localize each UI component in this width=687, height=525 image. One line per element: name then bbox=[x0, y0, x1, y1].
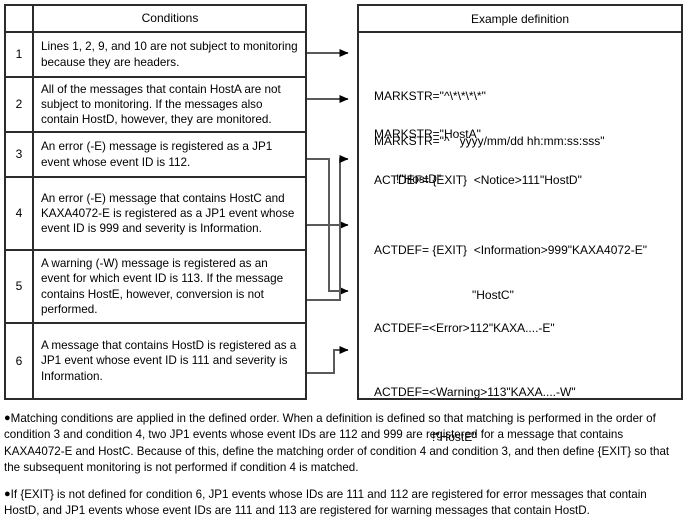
table-row: 4 An error (-E) message that contains Ho… bbox=[6, 178, 305, 251]
bullet-icon: ● bbox=[4, 412, 11, 424]
definition-actdef-notice: ACTDEF= {EXIT} <Notice>111"HostD" bbox=[374, 143, 582, 218]
note-text: If {EXIT} is not defined for condition 6… bbox=[4, 488, 647, 518]
table-row: 2 All of the messages that contain HostA… bbox=[6, 78, 305, 133]
conditions-header-number-cell bbox=[6, 6, 34, 31]
table-row: 1 Lines 1, 2, 9, and 10 are not subject … bbox=[6, 33, 305, 78]
connector-condition-6 bbox=[307, 346, 349, 374]
condition-text: An error (-E) message that contains Host… bbox=[41, 191, 295, 236]
definition-line: !"HostD" bbox=[396, 172, 442, 186]
example-definition-header: Example definition bbox=[359, 6, 681, 33]
condition-number: 4 bbox=[6, 178, 34, 249]
connector-condition-5 bbox=[307, 155, 349, 301]
definition-actdef-information: ACTDEF= {EXIT} <Information>999"KAXA4072… bbox=[374, 213, 647, 333]
table-row: 5 A warning (-W) message is registered a… bbox=[6, 251, 305, 324]
note-matching-order: ●Matching conditions are applied in the … bbox=[4, 410, 680, 477]
definition-line: "HostC" bbox=[472, 288, 514, 302]
conditions-header-label: Conditions bbox=[141, 10, 199, 25]
definition-actdef-error: ACTDEF=<Error>112"KAXA....-E" bbox=[374, 291, 555, 366]
condition-text: A warning (-W) message is registered as … bbox=[41, 257, 284, 316]
condition-text: A message that contains HostD is registe… bbox=[41, 339, 297, 383]
condition-text: All of the messages that contain HostA a… bbox=[41, 82, 281, 127]
definition-actdef-warning: ACTDEF=<Warning>113"KAXA....-W" !"HostE" bbox=[374, 355, 576, 475]
condition-number: 6 bbox=[6, 324, 34, 398]
condition-number: 3 bbox=[6, 133, 34, 176]
definition-line: ACTDEF=<Warning>113"KAXA....-W" bbox=[374, 385, 576, 399]
definition-line: MARKSTR="^\*\*\*\*" bbox=[374, 89, 486, 103]
note-exit-not-defined: ●If {EXIT} is not defined for condition … bbox=[4, 486, 680, 520]
example-definition-panel: Example definition MARKSTR="^\*\*\*\*" M… bbox=[357, 4, 683, 444]
table-row: 6 A message that contains HostD is regis… bbox=[6, 324, 305, 398]
condition-text: Lines 1, 2, 9, and 10 are not subject to… bbox=[41, 40, 298, 69]
example-definition-body: MARKSTR="^\*\*\*\*" MARKSTR="^ yyyy/mm/d… bbox=[359, 33, 681, 444]
bullet-icon: ● bbox=[4, 488, 11, 500]
condition-number: 1 bbox=[6, 33, 34, 76]
condition-text: An error (-E) message is registered as a… bbox=[41, 140, 273, 169]
definition-line: ACTDEF=<Error>112"KAXA....-E" bbox=[374, 321, 555, 335]
table-row: 3 An error (-E) message is registered as… bbox=[6, 133, 305, 178]
definition-line: ACTDEF= {EXIT} <Notice>111"HostD" bbox=[374, 173, 582, 187]
note-text: Matching conditions are applied in the d… bbox=[4, 412, 670, 475]
conditions-table-header-row: Conditions bbox=[6, 6, 305, 33]
definition-line: MARKSTR="^ yyyy/mm/dd hh:mm:ss:sss" bbox=[374, 134, 605, 148]
definition-line: MARKSTR="HostA" bbox=[374, 127, 481, 141]
condition-number: 5 bbox=[6, 251, 34, 322]
condition-number: 2 bbox=[6, 78, 34, 131]
definition-markstr-headers: MARKSTR="^\*\*\*\*" MARKSTR="^ yyyy/mm/d… bbox=[374, 59, 605, 179]
definition-markstr-hosta: MARKSTR="HostA" !"HostD" bbox=[374, 97, 481, 217]
connector-condition-3 bbox=[307, 158, 349, 295]
conditions-table: Conditions 1 Lines 1, 2, 9, and 10 are n… bbox=[4, 4, 307, 400]
definition-line: !"HostE" bbox=[432, 430, 477, 444]
definition-line: ACTDEF= {EXIT} <Information>999"KAXA4072… bbox=[374, 243, 647, 257]
